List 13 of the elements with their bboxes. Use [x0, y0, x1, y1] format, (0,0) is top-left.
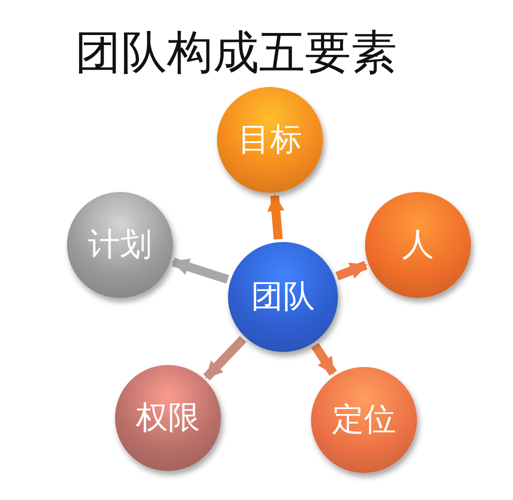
- arrow: [267, 194, 284, 240]
- node-label: 定位: [332, 399, 396, 440]
- node-label: 计划: [88, 224, 152, 265]
- arrow: [172, 258, 230, 284]
- node-label: 团队: [251, 276, 315, 317]
- node-label: 权限: [136, 397, 200, 438]
- arrow: [311, 342, 337, 376]
- arrow: [203, 336, 246, 380]
- node-label: 人: [402, 224, 434, 265]
- node-label: 目标: [238, 119, 302, 160]
- arrow: [336, 260, 368, 280]
- title: 团队构成五要素: [75, 24, 397, 81]
- circle-node: [228, 242, 338, 352]
